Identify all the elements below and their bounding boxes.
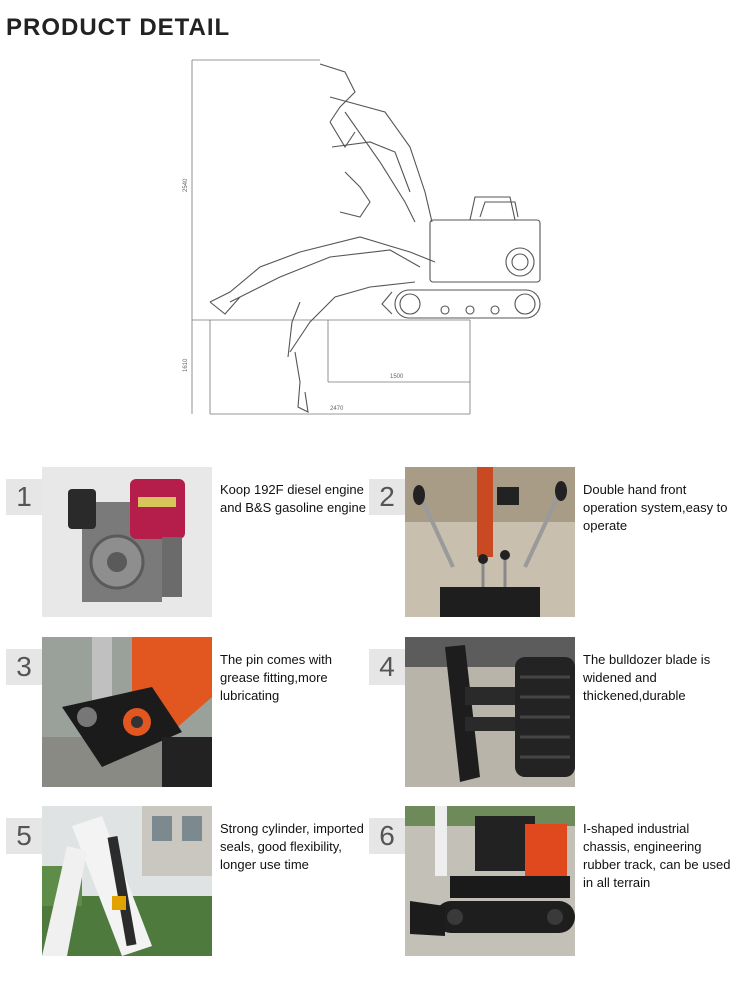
- engine-photo: [42, 467, 212, 617]
- feature-description: Koop 192F diesel engine and B&S gasoline…: [220, 482, 367, 515]
- feature-3: 3 The pin comes with grease fitting,more…: [6, 637, 366, 787]
- dim-depth-label: 1610: [183, 358, 189, 372]
- feature-1: 1 Koop 192F diesel engine and B&S gasoli…: [6, 467, 366, 617]
- bulldozer-blade-photo: [405, 637, 575, 787]
- feature-number: 2: [369, 479, 405, 515]
- feature-number: 5: [6, 818, 42, 854]
- grease-pin-photo: [42, 637, 212, 787]
- excavator-dimension-diagram: 2540 1610 1500 2470: [183, 59, 541, 415]
- dim-total-label: 2470: [330, 406, 344, 412]
- feature-description: Double hand front operation system,easy …: [583, 482, 728, 533]
- feature-description: The pin comes with grease fitting,more l…: [220, 652, 332, 703]
- feature-4: 4 The bulldozer blade is widened and thi…: [369, 637, 735, 787]
- feature-description: The bulldozer blade is widened and thick…: [583, 652, 711, 703]
- hydraulic-cylinder-photo: [42, 806, 212, 956]
- feature-number: 1: [6, 479, 42, 515]
- feature-number: 4: [369, 649, 405, 685]
- chassis-track-photo: [405, 806, 575, 956]
- page-title: PRODUCT DETAIL: [6, 14, 231, 41]
- control-levers-photo: [405, 467, 575, 617]
- dim-height-label: 2540: [183, 178, 189, 192]
- feature-description: Strong cylinder, imported seals, good fl…: [220, 821, 364, 872]
- feature-5: 5 Strong cylinder, imported seals, good …: [6, 806, 366, 956]
- dim-reach-label: 1500: [390, 374, 404, 380]
- feature-6: 6 I-shaped industrial chassis, engineeri…: [369, 806, 735, 956]
- feature-description: I-shaped industrial chassis, engineering…: [583, 821, 731, 890]
- feature-number: 6: [369, 818, 405, 854]
- feature-number: 3: [6, 649, 42, 685]
- feature-2: 2 Double hand front operation system,eas…: [369, 467, 735, 617]
